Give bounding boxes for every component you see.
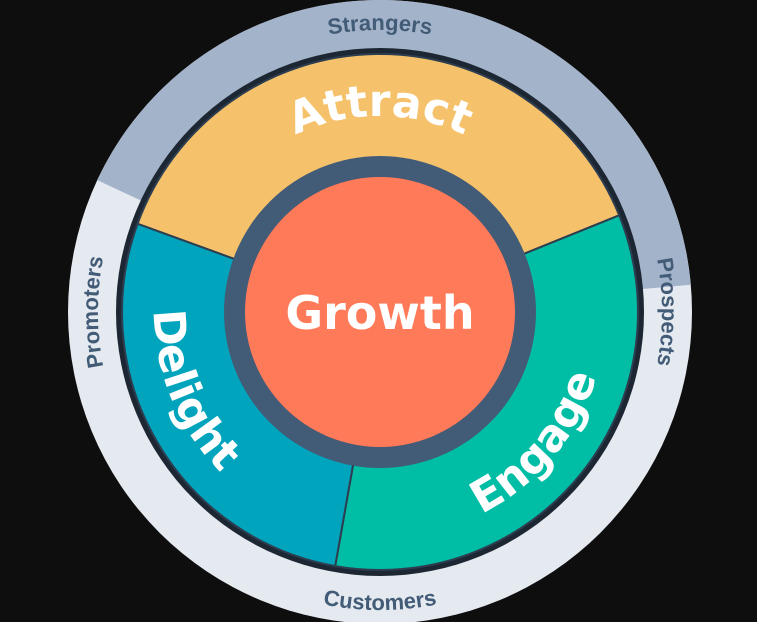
growth-circle (245, 177, 515, 447)
label-growth: Growth (285, 286, 474, 340)
label-prospects: Prospects (652, 256, 682, 368)
label-strangers: Strangers (326, 10, 435, 40)
strangers-band (97, 0, 691, 290)
